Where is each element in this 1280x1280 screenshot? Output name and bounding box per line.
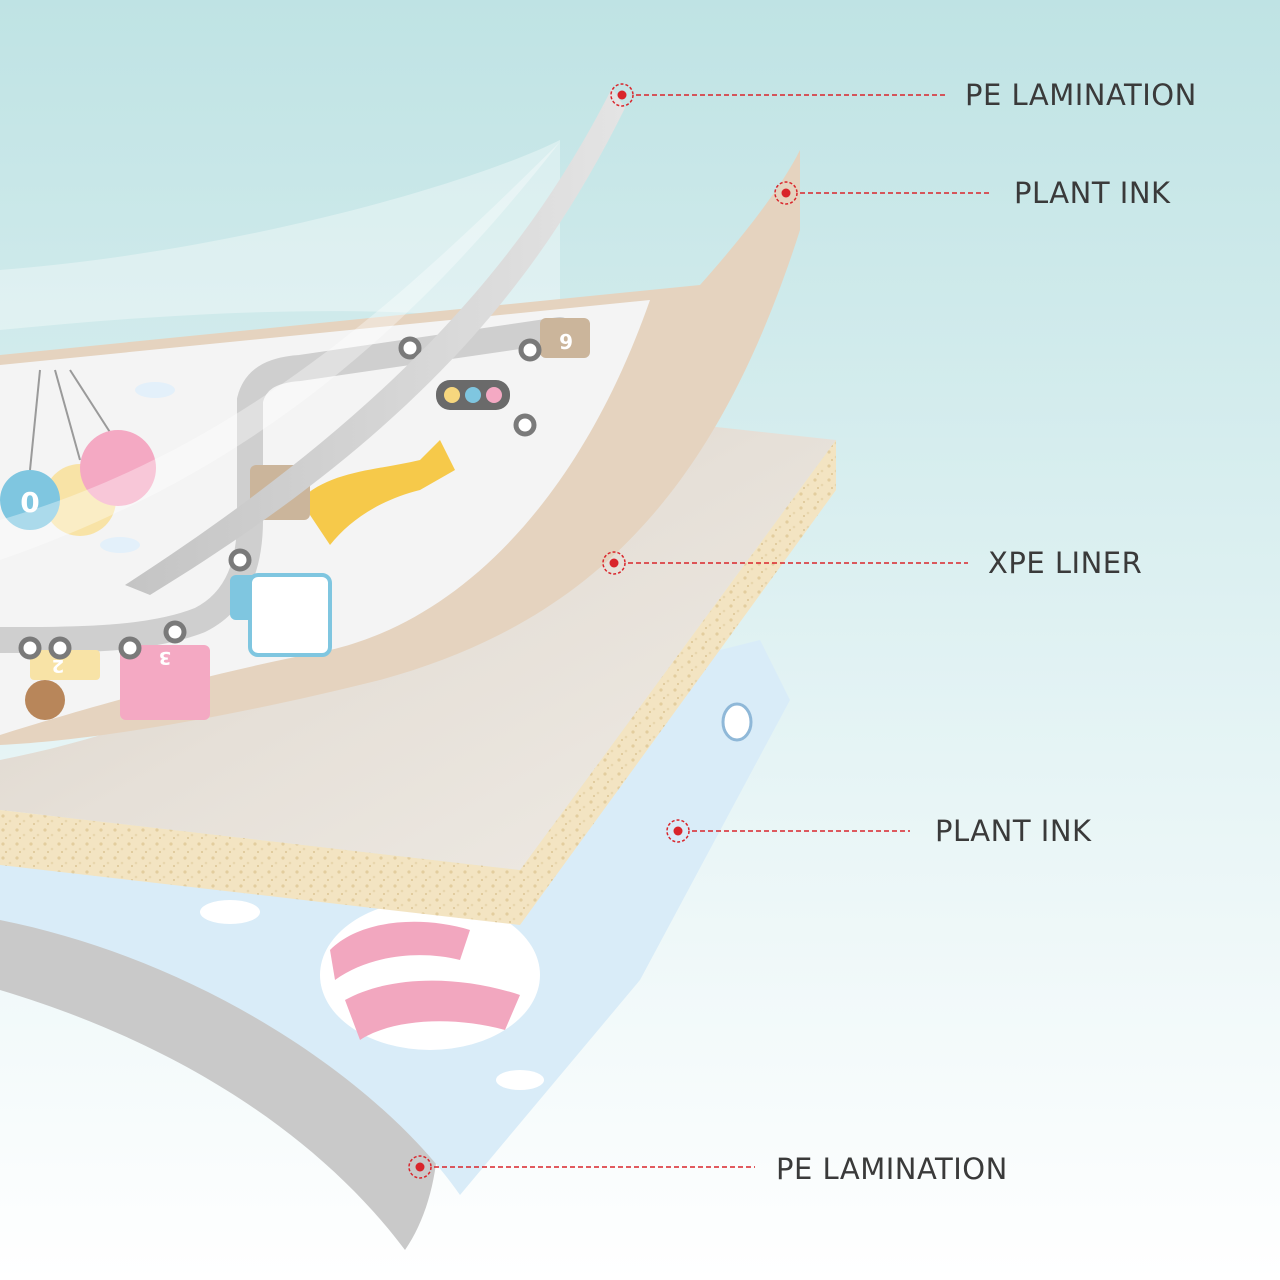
- balloon-illustration: [200, 702, 753, 1090]
- bottom-pe-lamination-sheet: [0, 880, 438, 1250]
- label-top-plant-ink: PLANT INK: [1014, 176, 1171, 210]
- xpe-liner-front-edge: [0, 810, 520, 925]
- callout-xpe-liner: [602, 551, 968, 575]
- track-number-0: 0: [20, 486, 39, 519]
- track-number-2: 2: [52, 655, 65, 676]
- label-xpe-liner: XPE LINER: [988, 546, 1143, 580]
- xpe-liner-side-edge: [520, 440, 836, 925]
- callout-bottom-plant-ink: [666, 819, 910, 843]
- top-pe-lamination-sheet-fold: [0, 142, 560, 560]
- track-number-6: 6: [559, 329, 573, 353]
- callout-top-pe-lamination: [610, 83, 945, 107]
- callout-bottom-pe-lamination: [408, 1155, 755, 1179]
- label-bottom-pe-lamination: PE LAMINATION: [776, 1152, 1008, 1186]
- background-wave: [0, 140, 560, 330]
- callout-top-plant-ink: [774, 181, 990, 205]
- label-bottom-plant-ink: PLANT INK: [935, 814, 1092, 848]
- track-number-3: 3: [159, 647, 172, 668]
- label-top-pe-lamination: PE LAMINATION: [965, 78, 1197, 112]
